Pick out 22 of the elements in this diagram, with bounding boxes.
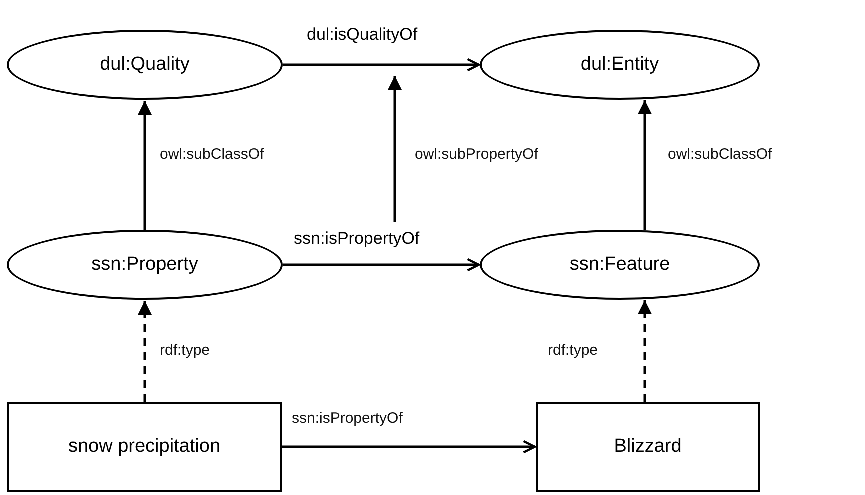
node-label: Blizzard: [614, 435, 682, 459]
arrow: [388, 76, 402, 222]
edge-label: ssn:isPropertyOf: [292, 410, 403, 427]
edge-label: owl:subPropertyOf: [415, 146, 538, 163]
node-label: snow precipitation: [68, 435, 221, 459]
arrow: [138, 101, 152, 230]
node-label: dul:Entity: [580, 53, 660, 77]
instance-box: [536, 402, 760, 492]
arrow: [638, 100, 652, 231]
edge-label: rdf:type: [548, 342, 598, 359]
arrow: [283, 258, 480, 272]
arrow: [283, 58, 480, 72]
dashed-arrow: [638, 300, 652, 402]
node-label: dul:Quality: [100, 53, 190, 77]
instance-box: [7, 402, 282, 492]
node-label: ssn:Property: [92, 253, 198, 277]
arrow: [282, 440, 536, 454]
edge-label: rdf:type: [160, 342, 210, 359]
dashed-arrow: [138, 301, 152, 402]
node-label: ssn:Feature: [570, 253, 670, 277]
edge-label: owl:subClassOf: [668, 146, 772, 163]
edge-label: owl:subClassOf: [160, 146, 264, 163]
